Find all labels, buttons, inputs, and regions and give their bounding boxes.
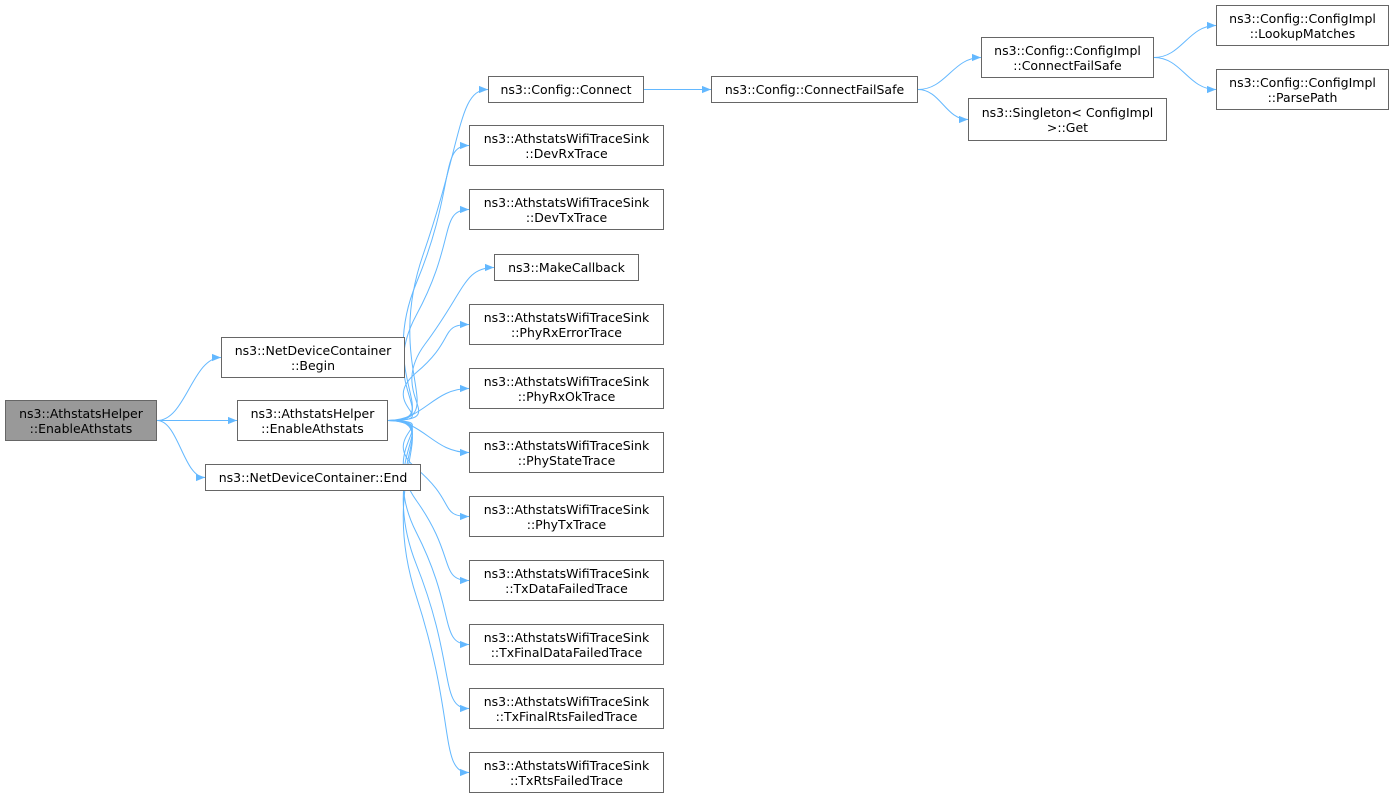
node-label-line: ns3::NetDeviceContainer	[234, 342, 392, 358]
node-label-line: ns3::Singleton< ConfigImpl	[981, 104, 1154, 120]
node-label-line: ::PhyStateTrace	[517, 452, 616, 468]
node-txdatafail[interactable]: ns3::AthstatsWifiTraceSink::TxDataFailed…	[469, 560, 664, 601]
node-label-line: ns3::AthstatsWifiTraceSink	[483, 437, 650, 453]
edge-enable2-to-txdatafail	[387, 420, 470, 585]
node-txfinalrtsfail[interactable]: ns3::AthstatsWifiTraceSink::TxFinalRtsFa…	[469, 688, 664, 729]
node-label-line: ns3::Config::Connect	[500, 82, 632, 97]
node-txrtsfail[interactable]: ns3::AthstatsWifiTraceSink::TxRtsFailedT…	[469, 752, 664, 793]
node-label-line: ns3::AthstatsWifiTraceSink	[483, 373, 650, 389]
node-label-line: ::TxRtsFailedTrace	[510, 772, 623, 788]
node-label-line: ::PhyRxOkTrace	[517, 388, 616, 404]
node-label-line: ns3::AthstatsWifiTraceSink	[483, 693, 650, 709]
node-singleton-get[interactable]: ns3::Singleton< ConfigImpl>::Get	[968, 98, 1167, 141]
node-label-line: ::Begin	[290, 357, 336, 373]
node-label-line: >::Get	[1046, 119, 1089, 135]
node-label-line: ::ConnectFailSafe	[1013, 57, 1122, 73]
node-label-line: ::TxFinalRtsFailedTrace	[495, 708, 638, 724]
edge-enable2-to-txrtsfail	[387, 420, 470, 777]
edge-enable2-to-phyrxerr	[387, 320, 470, 421]
node-cfg-connect[interactable]: ns3::Config::Connect	[488, 76, 644, 103]
node-label-line: ::LookupMatches	[1249, 25, 1356, 41]
node-label-line: ::TxFinalDataFailedTrace	[490, 644, 643, 660]
edge-cfgimpl-connectfs-to-lookupmatches	[1153, 21, 1217, 58]
node-label-line: ns3::AthstatsWifiTraceSink	[483, 565, 650, 581]
edge-root-to-ndc-begin	[156, 353, 222, 421]
node-lookupmatches[interactable]: ns3::Config::ConfigImpl::LookupMatches	[1216, 5, 1389, 46]
node-ndc-end[interactable]: ns3::NetDeviceContainer::End	[205, 464, 421, 491]
node-label-line: ::EnableAthstats	[261, 420, 364, 436]
node-phyrxok[interactable]: ns3::AthstatsWifiTraceSink::PhyRxOkTrace	[469, 368, 664, 409]
node-label-line: ns3::AthstatsHelper	[250, 405, 375, 421]
node-enable2[interactable]: ns3::AthstatsHelper::EnableAthstats	[237, 400, 388, 441]
node-label-line: ns3::AthstatsWifiTraceSink	[483, 130, 650, 146]
node-label-line: ns3::Config::ConnectFailSafe	[724, 82, 905, 97]
node-root: ns3::AthstatsHelper::EnableAthstats	[5, 400, 157, 441]
node-label-line: ns3::AthstatsWifiTraceSink	[483, 194, 650, 210]
node-label-line: ns3::AthstatsWifiTraceSink	[483, 309, 650, 325]
node-label-line: ns3::Config::ConfigImpl	[994, 42, 1141, 58]
node-phyrxerr[interactable]: ns3::AthstatsWifiTraceSink::PhyRxErrorTr…	[469, 304, 664, 345]
node-label-line: ns3::NetDeviceContainer::End	[218, 470, 408, 485]
node-label-line: ns3::AthstatsHelper	[19, 405, 143, 421]
node-label-line: ns3::AthstatsWifiTraceSink	[483, 629, 650, 645]
edge-enable2-to-cfg-connect	[387, 85, 489, 421]
node-parsepath[interactable]: ns3::Config::ConfigImpl::ParsePath	[1216, 69, 1389, 110]
edge-enable2-to-devtx	[387, 205, 470, 421]
node-label-line: ns3::Config::ConfigImpl	[1229, 10, 1376, 26]
node-label-line: ::PhyRxErrorTrace	[511, 324, 622, 340]
node-label-line: ns3::Config::ConfigImpl	[1229, 74, 1376, 90]
node-devtx[interactable]: ns3::AthstatsWifiTraceSink::DevTxTrace	[469, 189, 664, 230]
node-label-line: ns3::MakeCallback	[508, 260, 625, 275]
edge-enable2-to-txfinaldatafail	[387, 420, 470, 649]
edge-root-to-ndc-end	[156, 420, 206, 482]
edge-enable2-to-devrx	[387, 141, 470, 421]
node-label-line: ::ParsePath	[1267, 89, 1338, 105]
node-phytx[interactable]: ns3::AthstatsWifiTraceSink::PhyTxTrace	[469, 496, 664, 537]
node-label-line: ::TxDataFailedTrace	[505, 580, 628, 596]
edge-enable2-to-phystate	[387, 420, 470, 457]
edge-enable2-to-makecb	[387, 263, 495, 421]
node-txfinaldatafail[interactable]: ns3::AthstatsWifiTraceSink::TxFinalDataF…	[469, 624, 664, 665]
node-phystate[interactable]: ns3::AthstatsWifiTraceSink::PhyStateTrac…	[469, 432, 664, 473]
edge-cfg-connectfs-to-singleton-get	[917, 89, 969, 124]
node-label-line: ns3::AthstatsWifiTraceSink	[483, 501, 650, 517]
node-devrx[interactable]: ns3::AthstatsWifiTraceSink::DevRxTrace	[469, 125, 664, 166]
node-cfgimpl-connectfs[interactable]: ns3::Config::ConfigImpl::ConnectFailSafe	[981, 37, 1154, 78]
node-label-line: ns3::AthstatsWifiTraceSink	[483, 757, 650, 773]
edge-cfg-connectfs-to-cfgimpl-connectfs	[917, 53, 982, 90]
edge-enable2-to-phyrxok	[387, 384, 470, 421]
node-label-line: ::EnableAthstats	[29, 420, 133, 436]
node-label-line: ::DevTxTrace	[525, 209, 608, 225]
node-makecb[interactable]: ns3::MakeCallback	[494, 254, 639, 281]
node-label-line: ::PhyTxTrace	[526, 516, 607, 532]
node-label-line: ::DevRxTrace	[525, 145, 608, 161]
edge-cfgimpl-connectfs-to-parsepath	[1153, 57, 1217, 94]
node-cfg-connectfs[interactable]: ns3::Config::ConnectFailSafe	[711, 76, 918, 103]
node-ndc-begin[interactable]: ns3::NetDeviceContainer::Begin	[221, 337, 405, 378]
